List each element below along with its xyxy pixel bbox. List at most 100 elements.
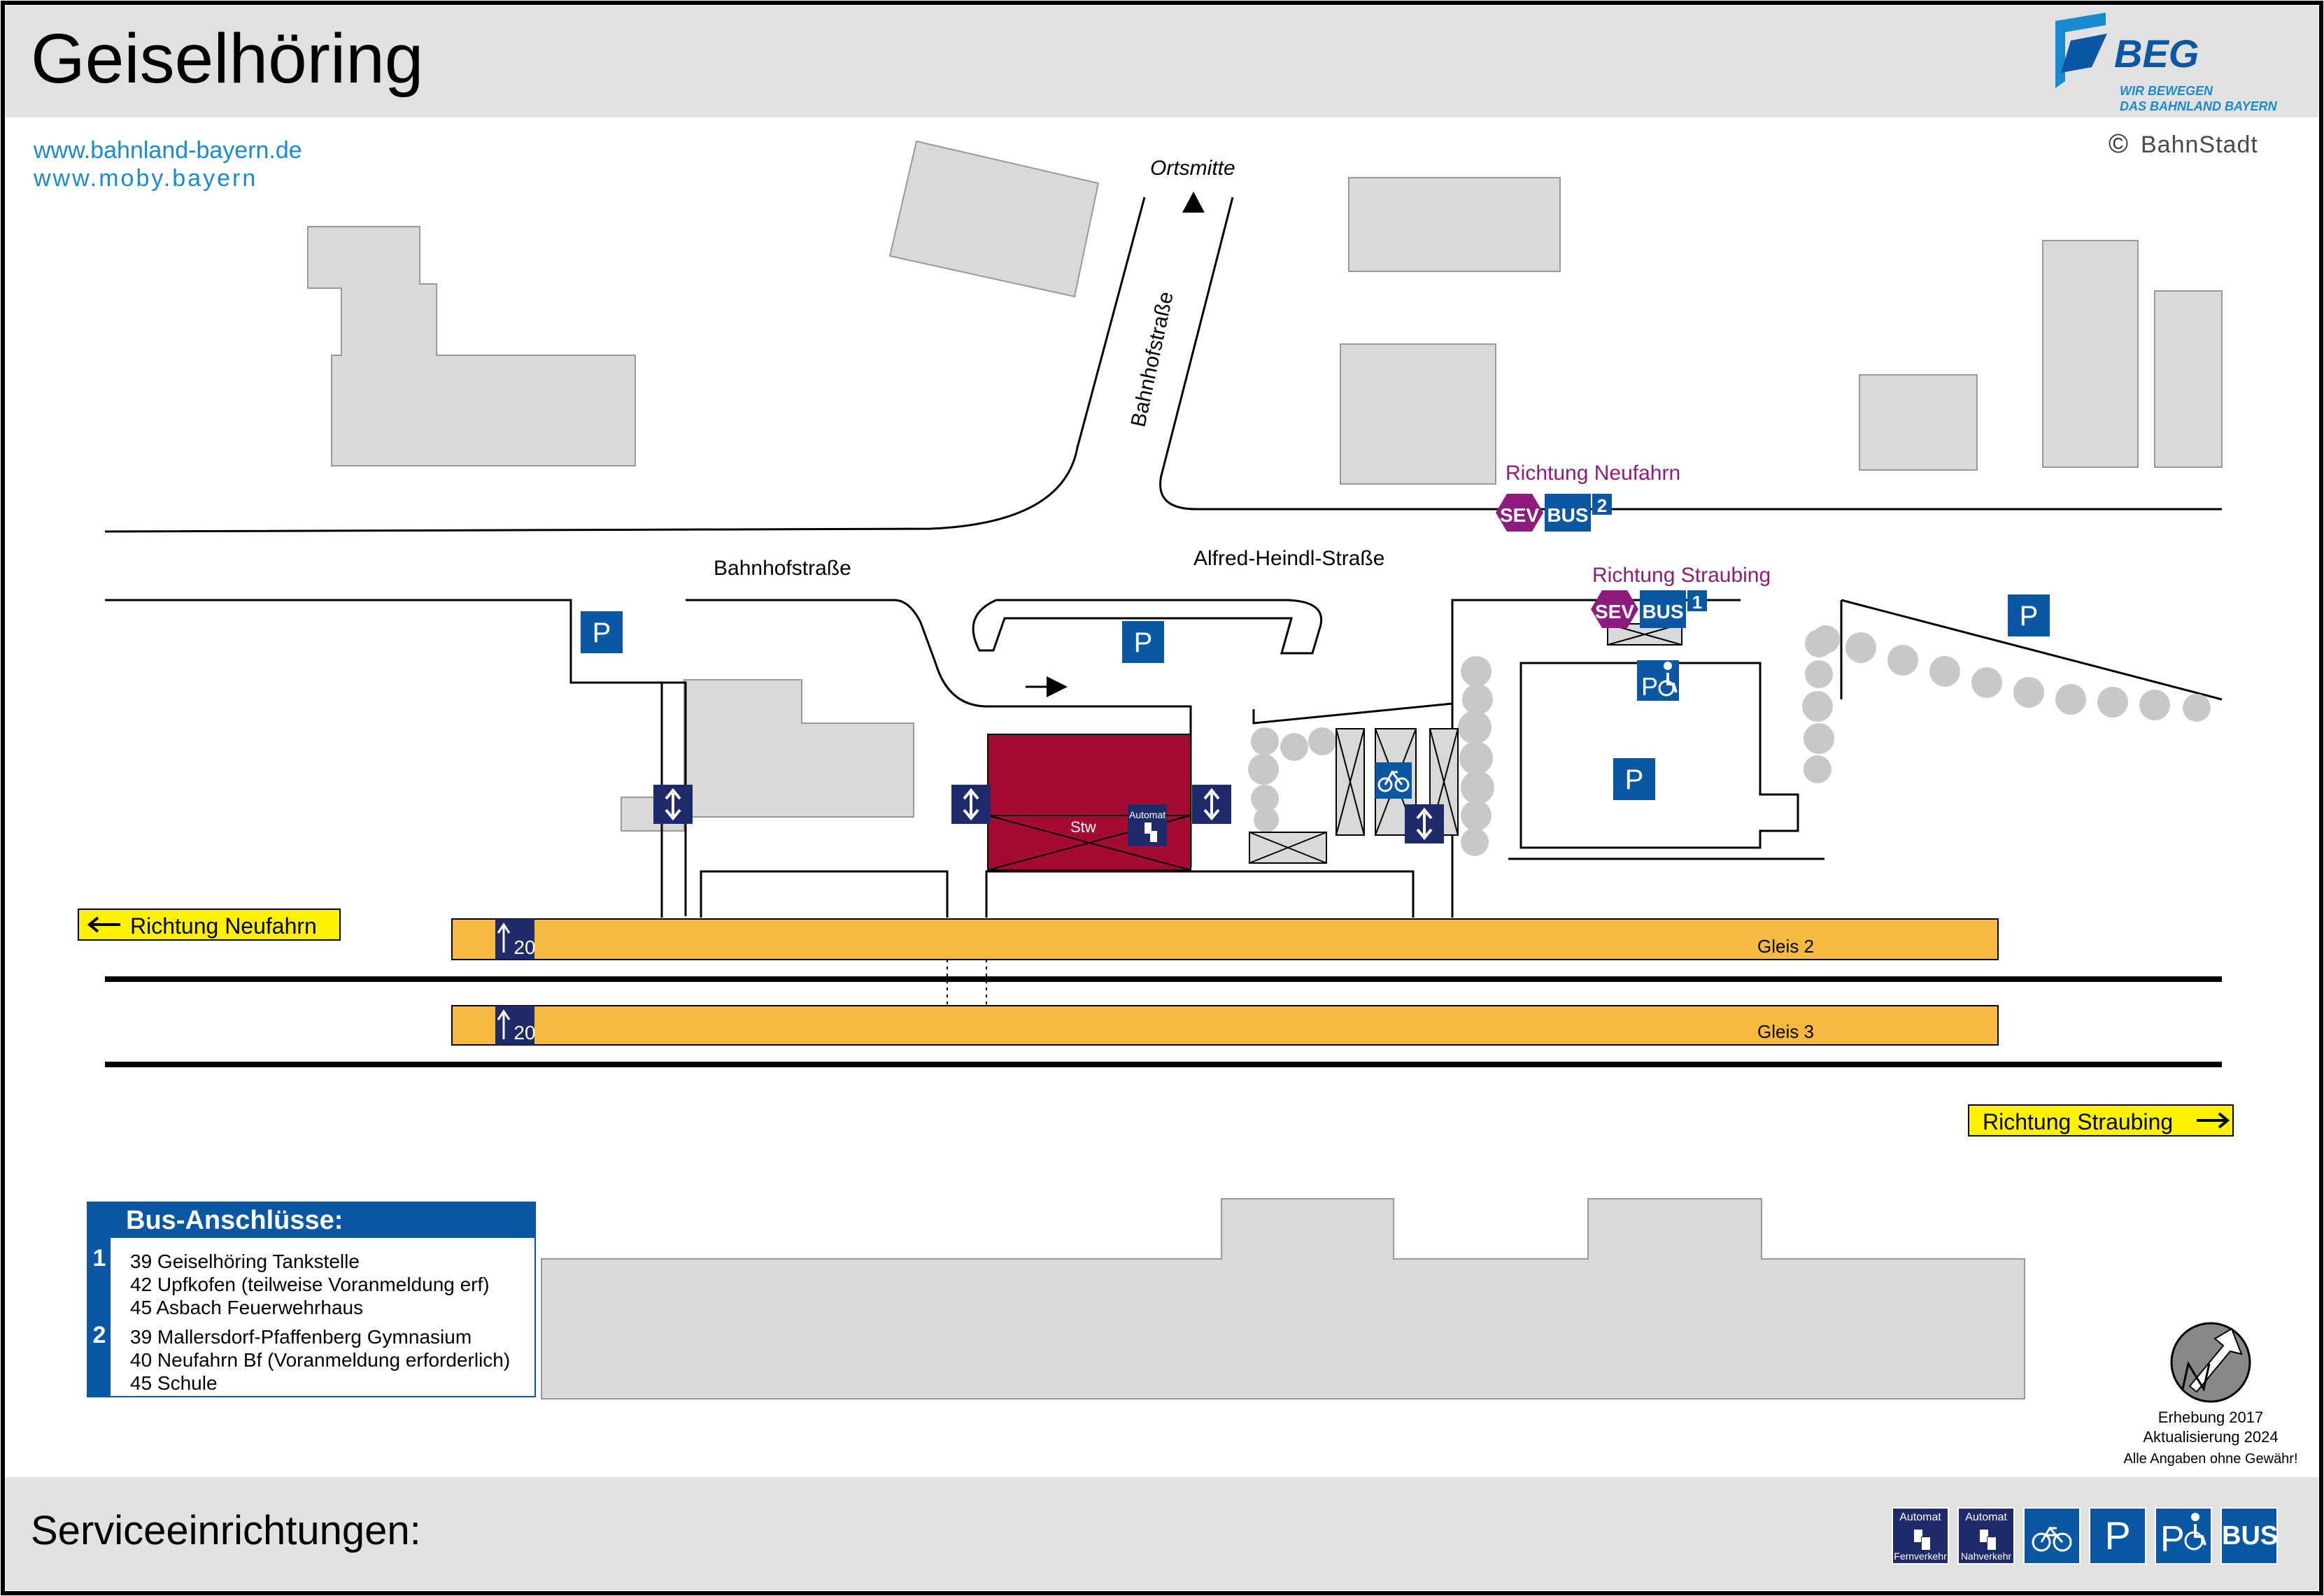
link-moby[interactable]: www.moby.bayern [33, 165, 257, 192]
page-title: Geiselhöring [31, 20, 423, 98]
road-bahnhofstrasse-south-1 [105, 599, 687, 916]
bus-connections-title: Bus-Anschlüsse: [88, 1203, 534, 1238]
service-accessible-parking-label: P [2160, 1519, 2185, 1560]
ticket-icon [1914, 1530, 1922, 1542]
beg-logo-name: BEG [2114, 31, 2199, 76]
bus-connections-stripe [88, 1238, 111, 1396]
road-alfred-heindl-loop [972, 599, 1323, 655]
road-bahnhofstrasse-south-2 [686, 599, 1192, 730]
gleis-3-marker: 20 [513, 1022, 535, 1043]
bus-line-1-2: 42 Upfkofen (teilweise Voranmeldung erf) [130, 1274, 490, 1295]
richtung-neufahrn-bus-label: Richtung Neufahrn [1505, 462, 1680, 485]
service-automat-fernverkehr[interactable]: Automat Fernverkehr [1892, 1507, 1949, 1565]
stairs-icons [653, 785, 1444, 843]
disclaimer-text: Alle Angaben ohne Gewähr! [2123, 1451, 2297, 1467]
north-arrow-icon [2170, 1322, 2251, 1403]
bus-line-2-1: 39 Mallersdorf-Pfaffenberg Gymnasium [130, 1326, 472, 1348]
station-building: Stw [987, 734, 1191, 871]
bus-stop-2-number: 2 [1597, 495, 1607, 516]
parking-sign-1-label: P [593, 618, 611, 648]
bus-line-2-3: 45 Schule [130, 1372, 218, 1394]
building-north-1 [1348, 177, 1561, 272]
aktualisierung-text: Aktualisierung 2024 [2143, 1428, 2278, 1446]
richtung-straubing-bus-label: Richtung Straubing [1592, 564, 1771, 587]
sev-badge-2: SEV [1500, 504, 1539, 526]
ticket-machine-icon[interactable]: Automat [1128, 804, 1167, 846]
service-bus[interactable]: BUS [2220, 1507, 2278, 1565]
platform-access-west [700, 870, 949, 918]
road-east-diagonal [1841, 599, 2223, 701]
building-north-rotated [888, 140, 1100, 298]
direction-neufahrn: Richtung Neufahrn [78, 909, 341, 941]
erhebung-text: Erhebung 2017 [2158, 1409, 2263, 1426]
direction-straubing-label: Richtung Straubing [1983, 1109, 2173, 1134]
parking-sign-3-label: P [1625, 764, 1644, 795]
bus-badge-2: BUS [1547, 504, 1588, 526]
ticket-machine-label: Automat [1129, 809, 1165, 820]
bus-stop-number-1: 1 [92, 1245, 106, 1271]
platform-access-east [985, 870, 1415, 918]
gleis-2-marker: 20 [513, 936, 535, 958]
stw-label: Stw [1070, 818, 1096, 836]
arrow-right-icon [2197, 1112, 2230, 1129]
service-automat-fernverkehr-label: Automat [1899, 1511, 1941, 1523]
bahnhofstrasse-label: Bahnhofstraße [714, 557, 851, 580]
parking-signs: P P P P P [581, 594, 2050, 800]
platform-gleis-2 [451, 918, 1999, 960]
beg-logo-tagline-1: WIR BEWEGEN [2120, 84, 2213, 98]
bus-stop-number-2: 2 [92, 1322, 106, 1348]
arrow-left-icon [87, 916, 120, 933]
gleis-3-label: Gleis 3 [1757, 1021, 1814, 1042]
beg-logo-tagline-2: DAS BAHNLAND BAYERN [2120, 99, 2278, 113]
accessible-parking-sign [1637, 660, 1679, 701]
bus-stop-1[interactable]: SEV BUS 1 [1591, 590, 1707, 628]
building-northeast-3 [2154, 290, 2223, 468]
road-bahnhofstrasse-north-east [1159, 197, 2222, 511]
platforms: 20 Gleis 2 20 Gleis 3 [451, 918, 1999, 1046]
service-bicycle[interactable] [2023, 1507, 2081, 1565]
parking-sign-2-label: P [1134, 627, 1153, 658]
service-automat-nahverkehr[interactable]: Automat Nahverkehr [1957, 1507, 2015, 1565]
service-accessible-parking[interactable]: P [2155, 1507, 2212, 1565]
service-automat-nahverkehr-label: Automat [1965, 1511, 2007, 1523]
alfred-heindl-label: Alfred-Heindl-Straße [1193, 547, 1384, 570]
bus-badge-1: BUS [1642, 601, 1683, 622]
parking-lot-east [1519, 662, 1799, 849]
platform-gleis-3 [451, 1005, 1999, 1046]
bus-stop-1-number: 1 [1692, 592, 1702, 613]
header-band [6, 6, 2318, 117]
bicycle-icon [1375, 762, 1412, 799]
parking-sign-4 [2008, 594, 2050, 636]
bus-connections-panel: Bus-Anschlüsse: 1 39 Geiselhöring Tankst… [87, 1202, 536, 1397]
ticket-icon [1987, 1537, 1997, 1551]
building-northeast-2 [2042, 240, 2139, 468]
direction-straubing: Richtung Straubing [1968, 1104, 2234, 1137]
footer-title: Serviceeinrichtungen: [31, 1508, 421, 1553]
bus-line-2-2: 40 Neufahrn Bf (Voranmeldung erforderlic… [130, 1349, 511, 1371]
ticket-icon [1980, 1530, 1988, 1542]
gleis-2-label: Gleis 2 [1757, 936, 1814, 957]
service-automat-fernverkehr-sub: Fernverkehr [1894, 1551, 1947, 1562]
wheelchair-icon [2184, 1513, 2206, 1551]
bus-line-1-3: 45 Asbach Feuerwehrhaus [130, 1297, 364, 1318]
link-bahnland[interactable]: www.bahnland-bayern.de [33, 137, 302, 164]
buildings [307, 140, 2223, 1399]
copyright-name: BahnStadt [2141, 131, 2258, 158]
building-south [541, 1198, 2025, 1399]
ticket-icon [1921, 1537, 1931, 1551]
beg-logo: BEG WIR BEWEGEN DAS BAHNLAND BAYERN [2055, 13, 2278, 113]
bus-stop-2[interactable]: SEV BUS 2 [1496, 494, 1612, 532]
building-northwest [307, 226, 636, 466]
service-automat-nahverkehr-sub: Nahverkehr [1960, 1551, 2012, 1562]
parking-sign-2 [1122, 621, 1164, 663]
direction-neufahrn-label: Richtung Neufahrn [130, 913, 317, 939]
copyright-symbol: © [2109, 129, 2128, 159]
bus-line-1-1: 39 Geiselhöring Tankstelle [130, 1251, 360, 1272]
building-station-west [621, 679, 914, 832]
parking-sign-3 [1613, 758, 1655, 800]
road-bahnhofstrasse-north-west [104, 197, 1146, 533]
parking-sign-4-label: P [2020, 601, 2039, 632]
accessible-parking-label: P [1641, 672, 1658, 701]
service-parking[interactable]: P [2089, 1507, 2146, 1565]
hedges [1248, 625, 2211, 856]
